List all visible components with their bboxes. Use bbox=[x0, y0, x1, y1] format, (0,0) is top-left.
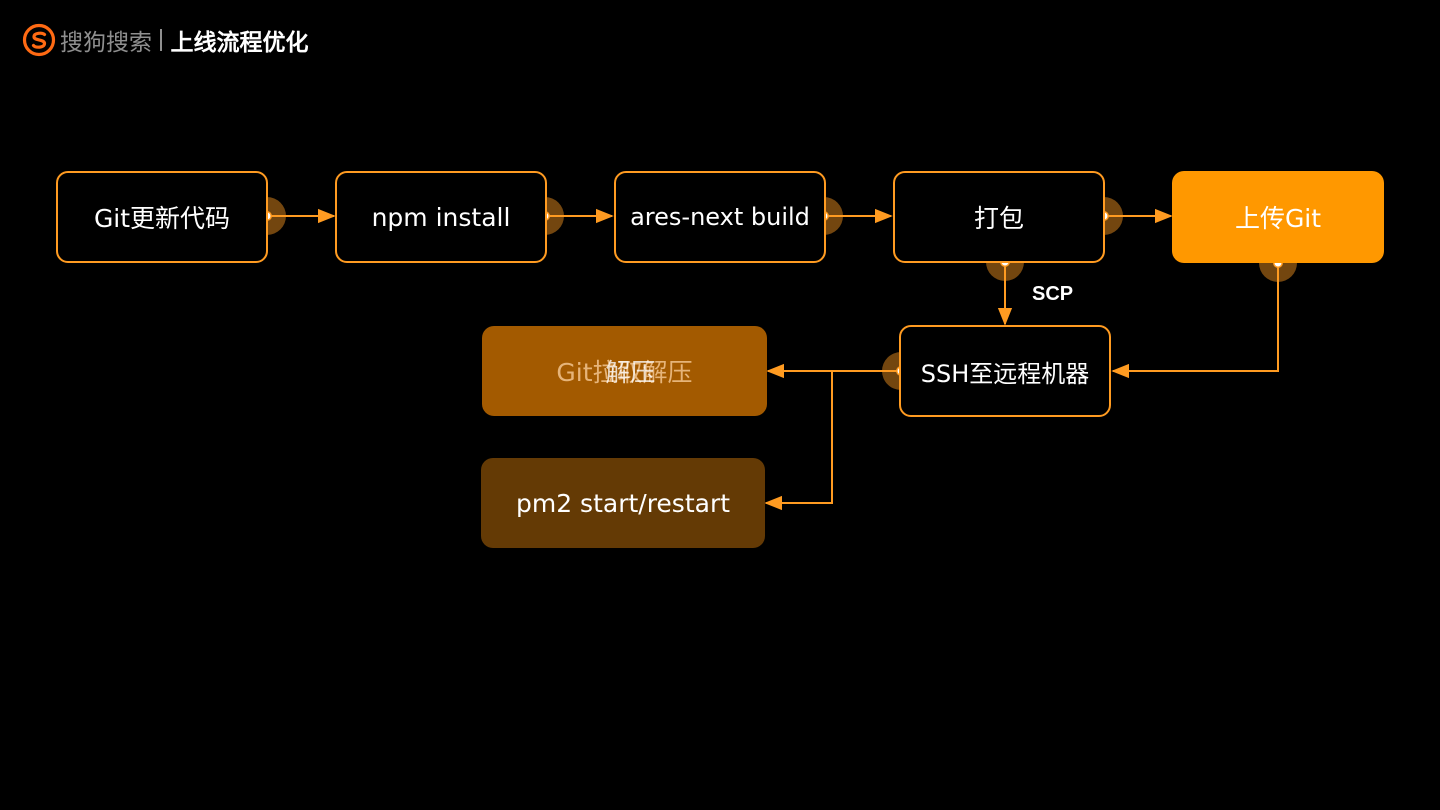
page-title: 上线流程优化 bbox=[170, 30, 309, 56]
node-unzip-label: 解压 bbox=[605, 358, 656, 387]
node-ares-build-label: ares-next build bbox=[630, 203, 810, 231]
node-upload-git-label: 上传Git bbox=[1234, 204, 1322, 233]
node-unzip-label-faded: 解压 bbox=[642, 358, 693, 387]
brand-name: 搜狗搜索 bbox=[60, 30, 152, 56]
node-git-update[interactable]: Git更新代码 bbox=[56, 171, 268, 263]
node-ssh-remote-label: SSH至远程机器 bbox=[920, 359, 1090, 388]
node-git-pull-label: Git拉取 bbox=[556, 358, 643, 387]
edge-upload-to-ssh bbox=[1111, 263, 1279, 379]
edge-label-scp: SCP bbox=[1032, 283, 1074, 305]
node-npm-install[interactable]: npm install bbox=[335, 171, 547, 263]
node-pack-label: 打包 bbox=[973, 204, 1024, 233]
node-pack[interactable]: 打包 bbox=[893, 171, 1105, 263]
node-git-pull-unzip[interactable]: Git拉取解压 解压 bbox=[482, 326, 767, 416]
node-git-update-label: Git更新代码 bbox=[93, 204, 231, 233]
sogou-logo-icon bbox=[22, 23, 56, 57]
edge-ssh-to-pm2 bbox=[764, 371, 833, 511]
header-divider bbox=[160, 29, 162, 51]
node-pm2[interactable]: pm2 start/restart bbox=[481, 458, 765, 548]
slide-header: 搜狗搜索 上线流程优化 bbox=[22, 22, 309, 58]
node-ssh-remote[interactable]: SSH至远程机器 bbox=[899, 325, 1111, 417]
node-npm-install-label: npm install bbox=[371, 202, 511, 232]
node-pm2-label: pm2 start/restart bbox=[515, 488, 731, 518]
node-upload-git[interactable]: 上传Git bbox=[1172, 171, 1384, 263]
node-git-pull-unzip-text: Git拉取解压 解压 bbox=[556, 353, 692, 389]
node-ares-build[interactable]: ares-next build bbox=[614, 171, 826, 263]
